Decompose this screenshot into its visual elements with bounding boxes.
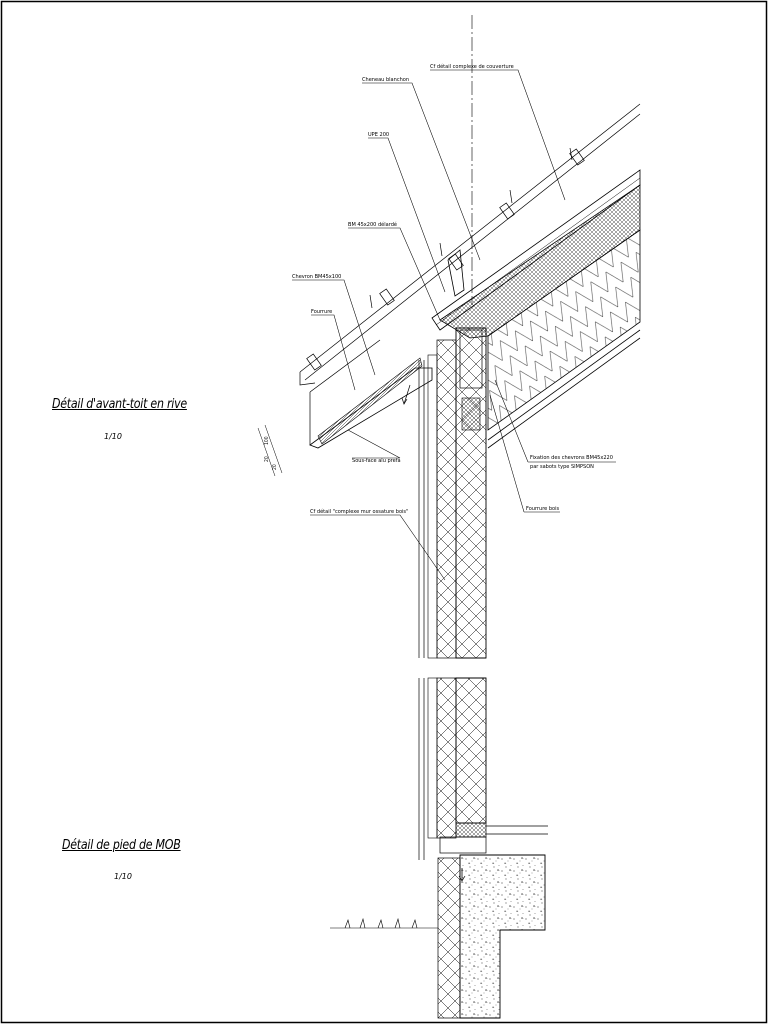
label-bm-delarde: BM 45x200 délardé <box>348 221 397 228</box>
scale-eave-detail: 1/10 <box>104 432 122 441</box>
title-foot-detail: Détail de pied de MOB <box>62 838 181 853</box>
label-chevron: Chevron BM45x100 <box>292 274 341 280</box>
dimension-20-a: 20 <box>264 456 270 462</box>
foundation <box>330 854 546 1019</box>
wall-upper <box>401 327 487 659</box>
label-cheneau: Cheneau blanchon <box>362 77 409 83</box>
label-upe: UPE 200 <box>368 132 389 138</box>
label-fourrure: Fourrure <box>311 309 332 315</box>
dimension-20-b: 20 <box>272 464 278 470</box>
dimension-100: 100 <box>264 436 270 445</box>
label-fixation-line1: Fixation des chevrons BM45x220 <box>530 455 613 461</box>
scale-foot-detail: 1/10 <box>114 872 132 881</box>
label-roof-complex: Cf détail complexe de couverture <box>430 63 514 70</box>
leader-lines <box>292 69 616 581</box>
label-wall-complex: Cf détail "complexe mur ossature bois" <box>310 508 408 515</box>
title-eave-detail: Détail d'avant-toit en rive <box>52 397 187 412</box>
label-fixation-line2: par sabots type SIMPSON <box>530 464 594 470</box>
roof-assembly <box>257 103 641 477</box>
label-sous-face: Sous-face alu prefa <box>352 458 401 464</box>
label-fourrure-bois: Fourrure bois <box>526 506 560 512</box>
wall-lower <box>418 677 548 860</box>
